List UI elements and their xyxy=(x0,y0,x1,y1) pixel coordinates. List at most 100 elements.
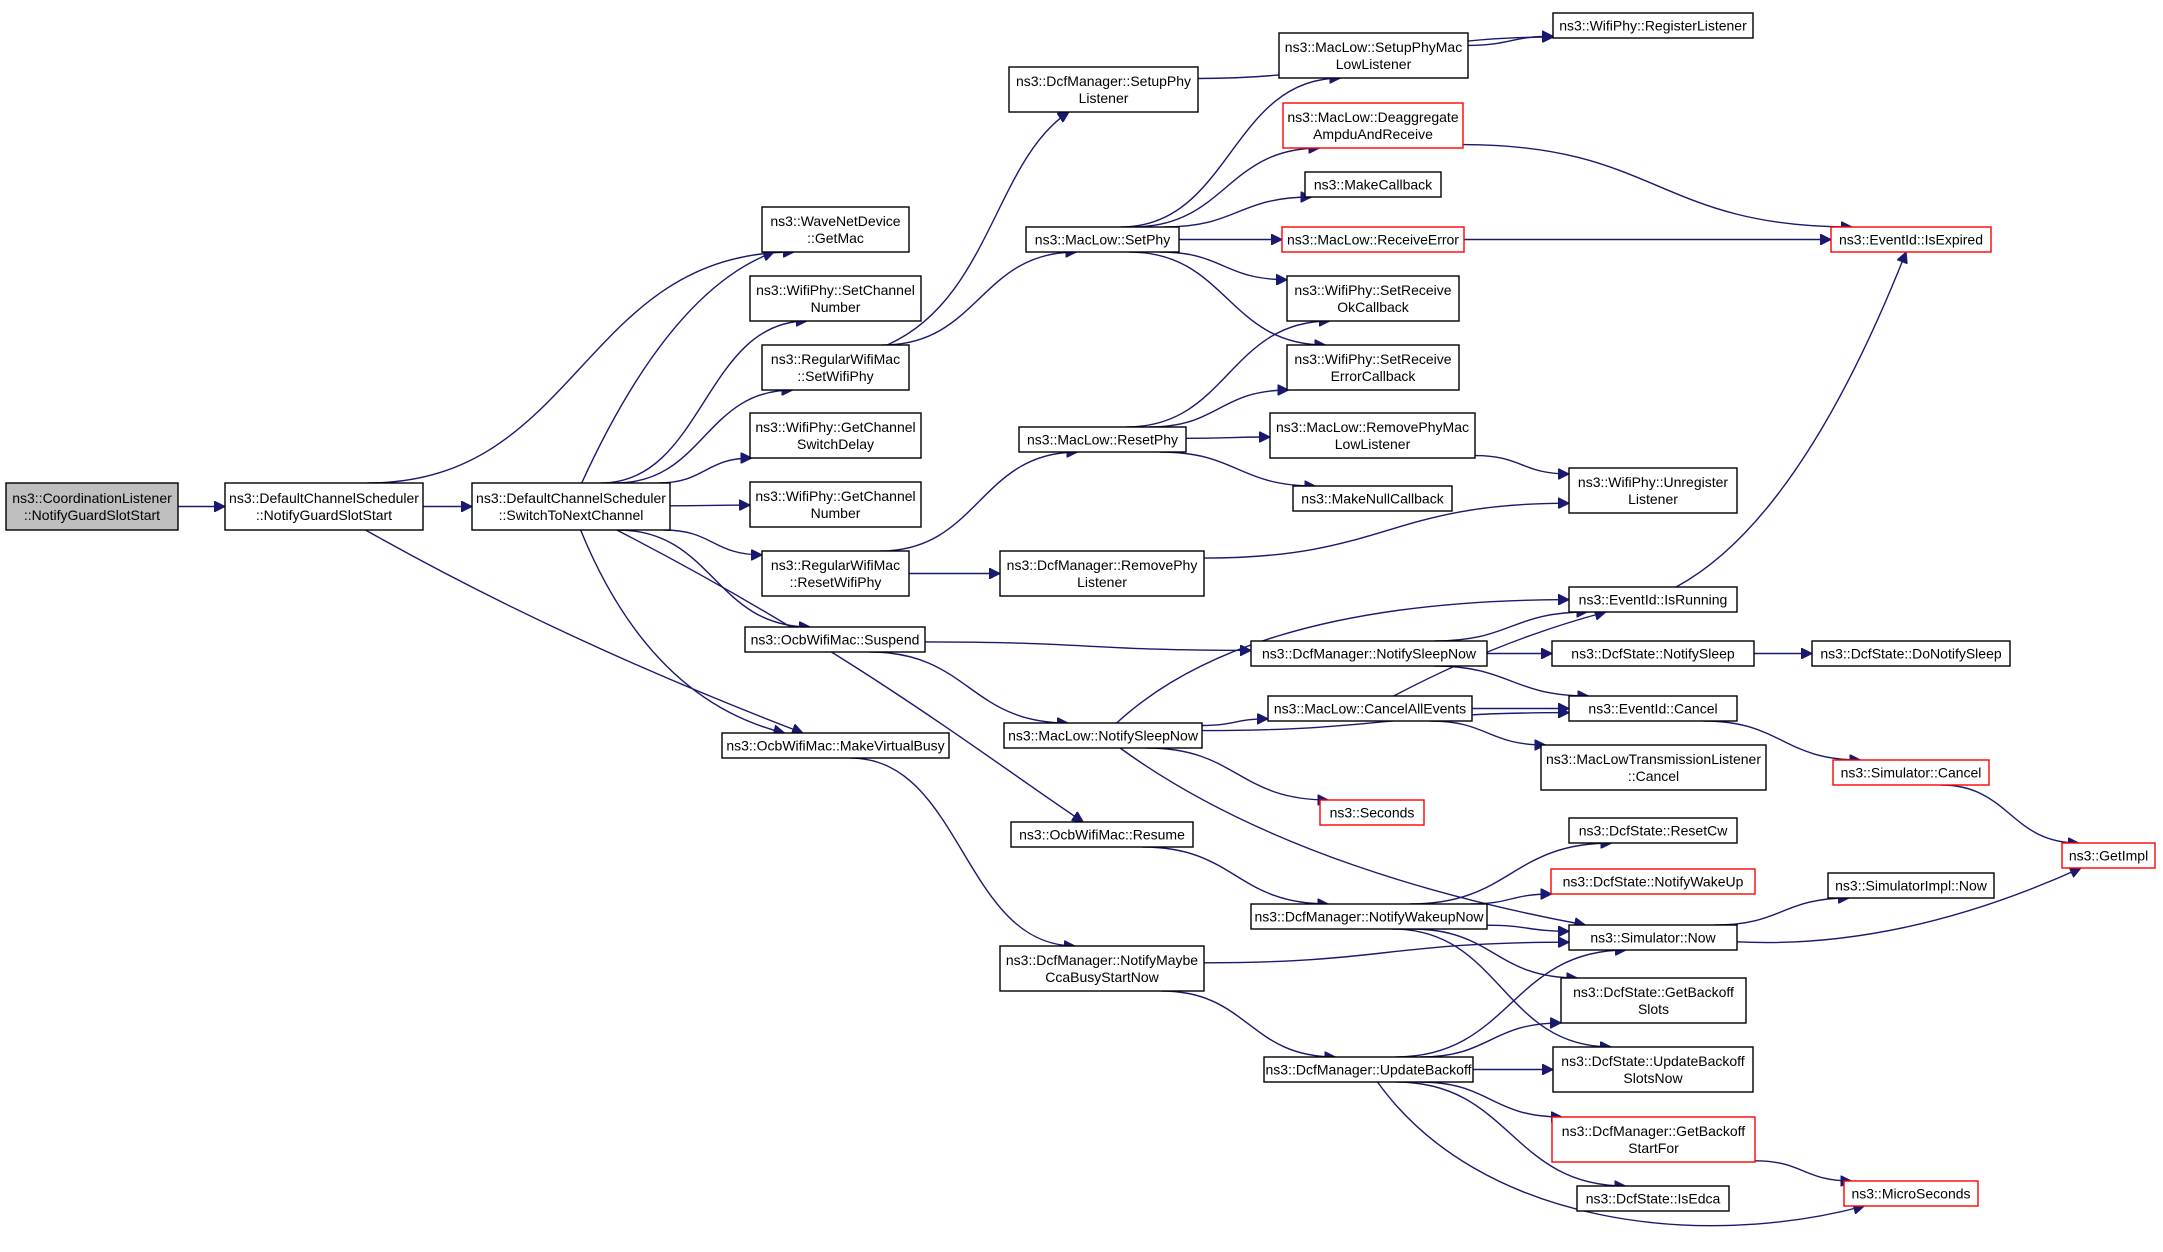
node-box xyxy=(1304,171,1442,198)
edge-line xyxy=(1474,454,1569,474)
node-dcs-notify[interactable]: ns3::DefaultChannelScheduler::NotifyGuar… xyxy=(224,482,424,531)
edge-line xyxy=(1163,197,1312,228)
node-label-line: ns3::DcfManager::SetupPhy xyxy=(1016,73,1191,89)
node-label-line: ns3::DcfState::GetBackoff xyxy=(1573,984,1734,1000)
node-box xyxy=(1250,903,1488,930)
node-label-line: ns3::DcfState::NotifySleep xyxy=(1571,646,1735,662)
node-dcfs-notifywake[interactable]: ns3::DcfState::NotifyWakeUp xyxy=(1550,868,1756,895)
edge-line xyxy=(1203,942,1569,964)
node-ocb-resume[interactable]: ns3::OcbWifiMac::Resume xyxy=(1010,821,1194,848)
node-label-line: ns3::MacLow::SetupPhyMac xyxy=(1285,39,1462,55)
node-mac-setphy[interactable]: ns3::MacLow::SetPhy xyxy=(1025,226,1180,253)
node-label-line: ns3::WifiPhy::GetChannel xyxy=(755,488,915,504)
node-ocb-suspend[interactable]: ns3::OcbWifiMac::Suspend xyxy=(744,626,926,653)
node-box xyxy=(1263,1056,1474,1083)
edge-line xyxy=(1675,252,1906,588)
node-mac-resetphy[interactable]: ns3::MacLow::ResetPhy xyxy=(1018,426,1187,453)
node-label-line: ns3::DefaultChannelScheduler xyxy=(476,490,666,506)
edge-dcs_switch-to-ocb_mvb xyxy=(579,529,785,733)
node-mac-recverr[interactable]: ns3::MacLow::ReceiveError xyxy=(1281,226,1465,253)
edge-dcf_notifywake-to-sim_now xyxy=(1486,924,1569,931)
node-mac-cancelall[interactable]: ns3::MacLow::CancelAllEvents xyxy=(1267,695,1473,722)
node-rwm-resetphy[interactable]: ns3::RegularWifiMac::ResetWifiPhy xyxy=(761,550,910,597)
node-label-line: ns3::DcfManager::UpdateBackoff xyxy=(1266,1062,1472,1078)
edge-mac_cancelall-to-ev_isrunning xyxy=(1393,612,1606,697)
node-box xyxy=(999,945,1205,992)
node-dcfs-donotifysleep[interactable]: ns3::DcfState::DoNotifySleep xyxy=(1811,640,2011,667)
node-simimpl-now[interactable]: ns3::SimulatorImpl::Now xyxy=(1827,872,1995,899)
node-box xyxy=(2061,842,2156,869)
node-ocb-mvb[interactable]: ns3::OcbWifiMac::MakeVirtualBusy xyxy=(721,732,950,759)
node-getimpl[interactable]: ns3::GetImpl xyxy=(2061,842,2156,869)
node-phy-reglistener[interactable]: ns3::WifiPhy::RegisterListener xyxy=(1552,12,1754,39)
edge-dcf_updatebackoff-to-dcf_getbackoffstart xyxy=(1419,1081,1562,1117)
node-mac-notifysleep[interactable]: ns3::MacLow::NotifySleepNow xyxy=(1003,722,1203,749)
edge-dcs_switch-to-phy_getch xyxy=(669,505,750,506)
node-box xyxy=(1286,275,1460,322)
node-label-line: CcaBusyStartNow xyxy=(1045,969,1159,985)
node-dcfs-isedca[interactable]: ns3::DcfState::IsEdca xyxy=(1576,1185,1730,1212)
node-makenullcb[interactable]: ns3::MakeNullCallback xyxy=(1292,485,1453,512)
node-ev-isexpired[interactable]: ns3::EventId::IsExpired xyxy=(1830,226,1992,253)
edge-dcf_notifysleep-to-ev_cancel xyxy=(1433,665,1589,696)
node-dcfs-notifysleep[interactable]: ns3::DcfState::NotifySleep xyxy=(1551,640,1755,667)
node-microseconds[interactable]: ns3::MicroSeconds xyxy=(1843,1180,1979,1207)
node-label-line: ns3::DcfManager::NotifyMaybe xyxy=(1006,952,1198,968)
node-box xyxy=(761,344,910,391)
node-sim-cancel[interactable]: ns3::Simulator::Cancel xyxy=(1832,759,1990,786)
node-dcf-updatebackoff[interactable]: ns3::DcfManager::UpdateBackoff xyxy=(1263,1056,1474,1083)
node-dcf-notifysleep[interactable]: ns3::DcfManager::NotifySleepNow xyxy=(1250,640,1488,667)
node-box xyxy=(1568,467,1738,514)
node-label-line: ns3::DcfState::NotifyWakeUp xyxy=(1563,874,1744,890)
edge-sim_cancel-to-getimpl xyxy=(1940,784,2079,843)
node-dcf-notifywake[interactable]: ns3::DcfManager::NotifyWakeupNow xyxy=(1250,903,1488,930)
node-label-line: ns3::WifiPhy::Unregister xyxy=(1578,474,1728,490)
node-box xyxy=(1267,695,1473,722)
node-label-line: ns3::OcbWifiMac::Resume xyxy=(1019,827,1185,843)
node-label-line: ns3::Simulator::Now xyxy=(1590,930,1716,946)
node-box xyxy=(1552,12,1754,39)
node-label-line: ns3::MacLow::ReceiveError xyxy=(1287,232,1459,248)
node-root: ns3::CoordinationListener::NotifyGuardSl… xyxy=(5,482,179,531)
node-label-line: ns3::DcfState::UpdateBackoff xyxy=(1561,1053,1745,1069)
node-label-line: ns3::MacLow::NotifySleepNow xyxy=(1008,728,1199,744)
edge-mac_notifysleep-to-seconds xyxy=(1146,747,1329,800)
edge-line xyxy=(1119,747,1585,925)
edge-dcf_notifywake-to-dcfs_updbackoff xyxy=(1392,928,1611,1047)
node-box xyxy=(1830,226,1992,253)
node-seconds[interactable]: ns3::Seconds xyxy=(1319,799,1425,826)
node-dcfs-resetcw[interactable]: ns3::DcfState::ResetCw xyxy=(1568,817,1738,844)
node-rwm-setphy[interactable]: ns3::RegularWifiMac::SetWifiPhy xyxy=(761,344,910,391)
node-label-line: ns3::MacLow::RemovePhyMac xyxy=(1276,419,1469,435)
node-mltl-cancel[interactable]: ns3::MacLowTransmissionListener::Cancel xyxy=(1540,744,1767,791)
node-dcs-switch[interactable]: ns3::DefaultChannelScheduler::SwitchToNe… xyxy=(471,482,671,531)
node-sim-now[interactable]: ns3::Simulator::Now xyxy=(1568,924,1738,951)
edge-line xyxy=(616,529,1083,822)
node-box xyxy=(1282,102,1464,149)
edge-dcs_notify-to-ocb_mvb xyxy=(365,529,803,733)
node-makecb[interactable]: ns3::MakeCallback xyxy=(1304,171,1442,198)
edge-line xyxy=(1120,78,1341,228)
node-wave-getmac[interactable]: ns3::WaveNetDevice::GetMac xyxy=(761,206,910,253)
node-label-line: ns3::EventId::Cancel xyxy=(1588,701,1717,717)
edge-line xyxy=(1116,600,1569,724)
node-label-line: ns3::WifiPhy::SetChannel xyxy=(756,282,915,298)
node-ev-cancel[interactable]: ns3::EventId::Cancel xyxy=(1568,695,1738,722)
edge-rwm_resetphy-to-mac_resetphy xyxy=(880,452,1077,552)
node-dcf-ccabusy[interactable]: ns3::DcfManager::NotifyMaybeCcaBusyStart… xyxy=(999,945,1205,992)
node-ev-isrunning[interactable]: ns3::EventId::IsRunning xyxy=(1568,586,1738,613)
